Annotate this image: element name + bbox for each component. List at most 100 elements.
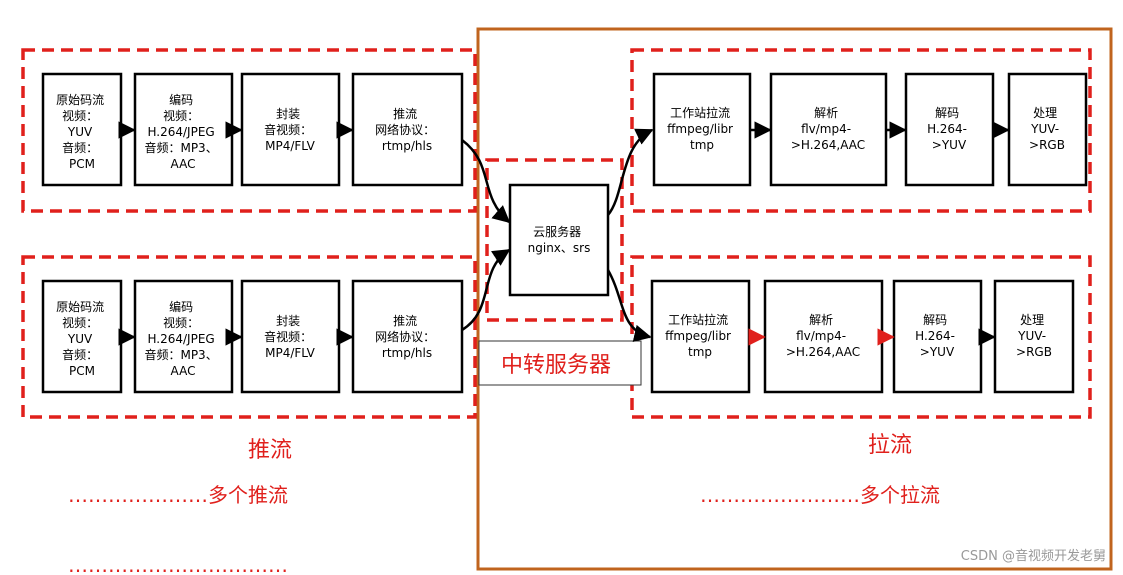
pull-row-2: 工作站拉流 ffmpeg/libr tmp 解析 flv/mp4- >H.264…	[650, 279, 1075, 394]
push-2-mux-box	[240, 279, 341, 394]
svg-text:解码 H.264- >YUV: 解码 H.264- >YUV	[915, 313, 959, 359]
push-1-raw-line-4: PCM	[69, 157, 95, 171]
push-2-raw-line-2: YUV	[67, 332, 93, 346]
push-1-to-server-curve	[461, 139, 511, 224]
pull-2-process-line-0: 处理	[1020, 313, 1044, 327]
pull-1-fetch-line-0: 工作站拉流	[670, 105, 730, 120]
relay-label: 中转服务器	[501, 353, 611, 378]
svg-text:推流 网络协议： rtmp/hls: 推流 网络协议： rtmp/hls	[375, 314, 439, 360]
pull-2-fetch-line-1: ffmpeg/libr	[665, 329, 731, 343]
push-2-push-line-1: 网络协议：	[375, 329, 435, 344]
push-1-push-box	[351, 72, 464, 187]
push-2-mux-line-1: 音视频：	[264, 329, 312, 344]
pull-2-demux-box	[763, 279, 884, 394]
push-1-mux-line-1: 音视频：	[264, 122, 312, 137]
svg-text:解析 flv/mp4- >H.264: 解析 flv/mp4- >H.264,AAC	[791, 106, 865, 152]
pull-more-label: ……………………多个拉流	[700, 483, 940, 507]
push-2-mux-line-0: 封装	[276, 314, 300, 328]
push-1-encode-line-3: 音频：MP3、	[144, 140, 217, 155]
pull-2-process-line-1: YUV-	[1017, 329, 1046, 343]
push-group-1-border	[21, 48, 477, 213]
push-1-push-line-1: 网络协议：	[375, 122, 435, 137]
push-more-dots: ……………………………	[68, 553, 288, 575]
svg-text:封装 音视频： MP4/FLV: 封装 音视频： MP4/FLV	[264, 314, 316, 360]
cloud-server-dashed-border	[485, 158, 624, 322]
push-2-encode-box	[133, 279, 234, 394]
push-2-mux-line-2: MP4/FLV	[265, 346, 316, 360]
push-2-raw-line-3: 音频：	[62, 347, 98, 362]
pull-1-fetch-box	[652, 72, 752, 187]
push-2-encode-line-3: 音频：MP3、	[144, 347, 217, 362]
server-to-pull-2-curve	[606, 269, 652, 342]
pull-group-2-border	[630, 255, 1092, 419]
pull-1-process-line-0: 处理	[1033, 106, 1057, 120]
watermark: CSDN @音视频开发老舅	[961, 548, 1106, 564]
push-1-raw-line-3: 音频：	[62, 140, 98, 155]
push-1-mux-line-0: 封装	[276, 107, 300, 121]
pull-2-fetch-line-2: tmp	[688, 345, 712, 359]
push-2-encode-line-0: 编码	[169, 299, 193, 314]
push-1-mux-line-2: MP4/FLV	[265, 139, 316, 153]
push-1-encode-box	[133, 72, 234, 187]
pull-2-demux-line-0: 解析	[809, 313, 833, 327]
svg-text:处理 YUV- >RGB: 处理 YUV- >RGB	[1029, 106, 1065, 152]
cloud-server-line-1: nginx、srs	[528, 241, 591, 255]
svg-text:原始码流 视频： YUV: 原始码流 视频： YUV 音频： PCM	[56, 93, 108, 171]
push-2-raw-line-4: PCM	[69, 364, 95, 378]
pull-2-demux-line-1: flv/mp4-	[796, 329, 846, 343]
pull-1-decode-line-1: H.264-	[927, 122, 967, 136]
pull-1-fetch-line-2: tmp	[690, 138, 714, 152]
push-2-encode-line-1: 视频：	[163, 315, 199, 330]
push-row-1: 原始码流 视频： YUV 音频： PCM 编码 视频： H.264/JPEG 音…	[41, 72, 464, 187]
pull-1-decode-line-2: >YUV	[932, 138, 967, 152]
svg-text:推流 网络协议： rtmp/hls: 推流 网络协议： rtmp/hls	[375, 107, 439, 153]
push-1-push-line-0: 推流	[393, 107, 417, 121]
push-2-push-line-0: 推流	[393, 314, 417, 328]
push-1-raw-stream-box	[41, 72, 123, 187]
pull-2-demux-line-2: >H.264,AAC	[786, 345, 860, 359]
svg-text:解码 H.264- >YUV: 解码 H.264- >YUV	[927, 106, 971, 152]
pull-label: 拉流	[868, 433, 912, 458]
push-1-encode-line-0: 编码	[169, 92, 193, 107]
push-group-2-border	[21, 255, 477, 419]
push-row-2: 原始码流 视频： YUV 音频： PCM 编码 视频： H.264/JPEG 音…	[41, 279, 464, 394]
push-2-raw-line-1: 视频：	[62, 315, 98, 330]
cloud-server-box	[508, 183, 610, 297]
pull-1-decode-box	[904, 72, 995, 187]
push-1-push-line-2: rtmp/hls	[382, 139, 432, 153]
svg-text:封装 音视频： MP4/FLV: 封装 音视频： MP4/FLV	[264, 107, 316, 153]
svg-text:处理 YUV- >RGB: 处理 YUV- >RGB	[1016, 313, 1052, 359]
push-label: 推流	[248, 438, 292, 463]
pull-2-decode-line-0: 解码	[923, 313, 947, 327]
pull-2-decode-line-1: H.264-	[915, 329, 955, 343]
push-1-encode-line-4: AAC	[171, 157, 196, 171]
svg-text:原始码流 视频： YUV: 原始码流 视频： YUV 音频： PCM	[56, 300, 108, 378]
pull-1-decode-line-0: 解码	[935, 106, 959, 120]
pull-1-demux-line-0: 解析	[814, 106, 838, 120]
svg-text:云服务器 nginx、srs: 云服务器 nginx、srs	[528, 224, 591, 255]
pull-2-fetch-line-0: 工作站拉流	[668, 312, 728, 327]
svg-text:编码 视频： H.264/JPEG: 编码 视频： H.264/JPEG 音频：MP3、 AAC	[144, 92, 221, 171]
pull-group-1-border	[630, 48, 1092, 213]
svg-text:工作站拉流 ffmpeg/libr: 工作站拉流 ffmpeg/libr tmp	[665, 312, 735, 359]
pull-2-decode-box	[892, 279, 983, 394]
svg-text:解析 flv/mp4- >H.264: 解析 flv/mp4- >H.264,AAC	[786, 313, 860, 359]
pull-row-1: 工作站拉流 ffmpeg/libr tmp 解析 flv/mp4- >H.264…	[652, 72, 1088, 187]
push-1-raw-line-2: YUV	[67, 125, 93, 139]
push-1-mux-box	[240, 72, 341, 187]
push-2-to-server-curve	[461, 248, 511, 332]
pull-1-fetch-line-1: ffmpeg/libr	[667, 122, 733, 136]
push-1-raw-line-1: 视频：	[62, 108, 98, 123]
pull-1-demux-line-2: >H.264,AAC	[791, 138, 865, 152]
push-2-encode-line-2: H.264/JPEG	[147, 332, 214, 346]
pull-1-process-line-2: >RGB	[1029, 138, 1065, 152]
pull-1-demux-line-1: flv/mp4-	[801, 122, 851, 136]
push-1-encode-line-1: 视频：	[163, 108, 199, 123]
push-2-push-line-2: rtmp/hls	[382, 346, 432, 360]
server-to-pull-1-curve	[607, 128, 654, 216]
push-1-raw-line-0: 原始码流	[56, 93, 104, 107]
push-2-encode-line-4: AAC	[171, 364, 196, 378]
pull-1-process-line-1: YUV-	[1030, 122, 1059, 136]
svg-text:编码 视频： H.264/JPEG: 编码 视频： H.264/JPEG 音频：MP3、 AAC	[144, 299, 221, 378]
